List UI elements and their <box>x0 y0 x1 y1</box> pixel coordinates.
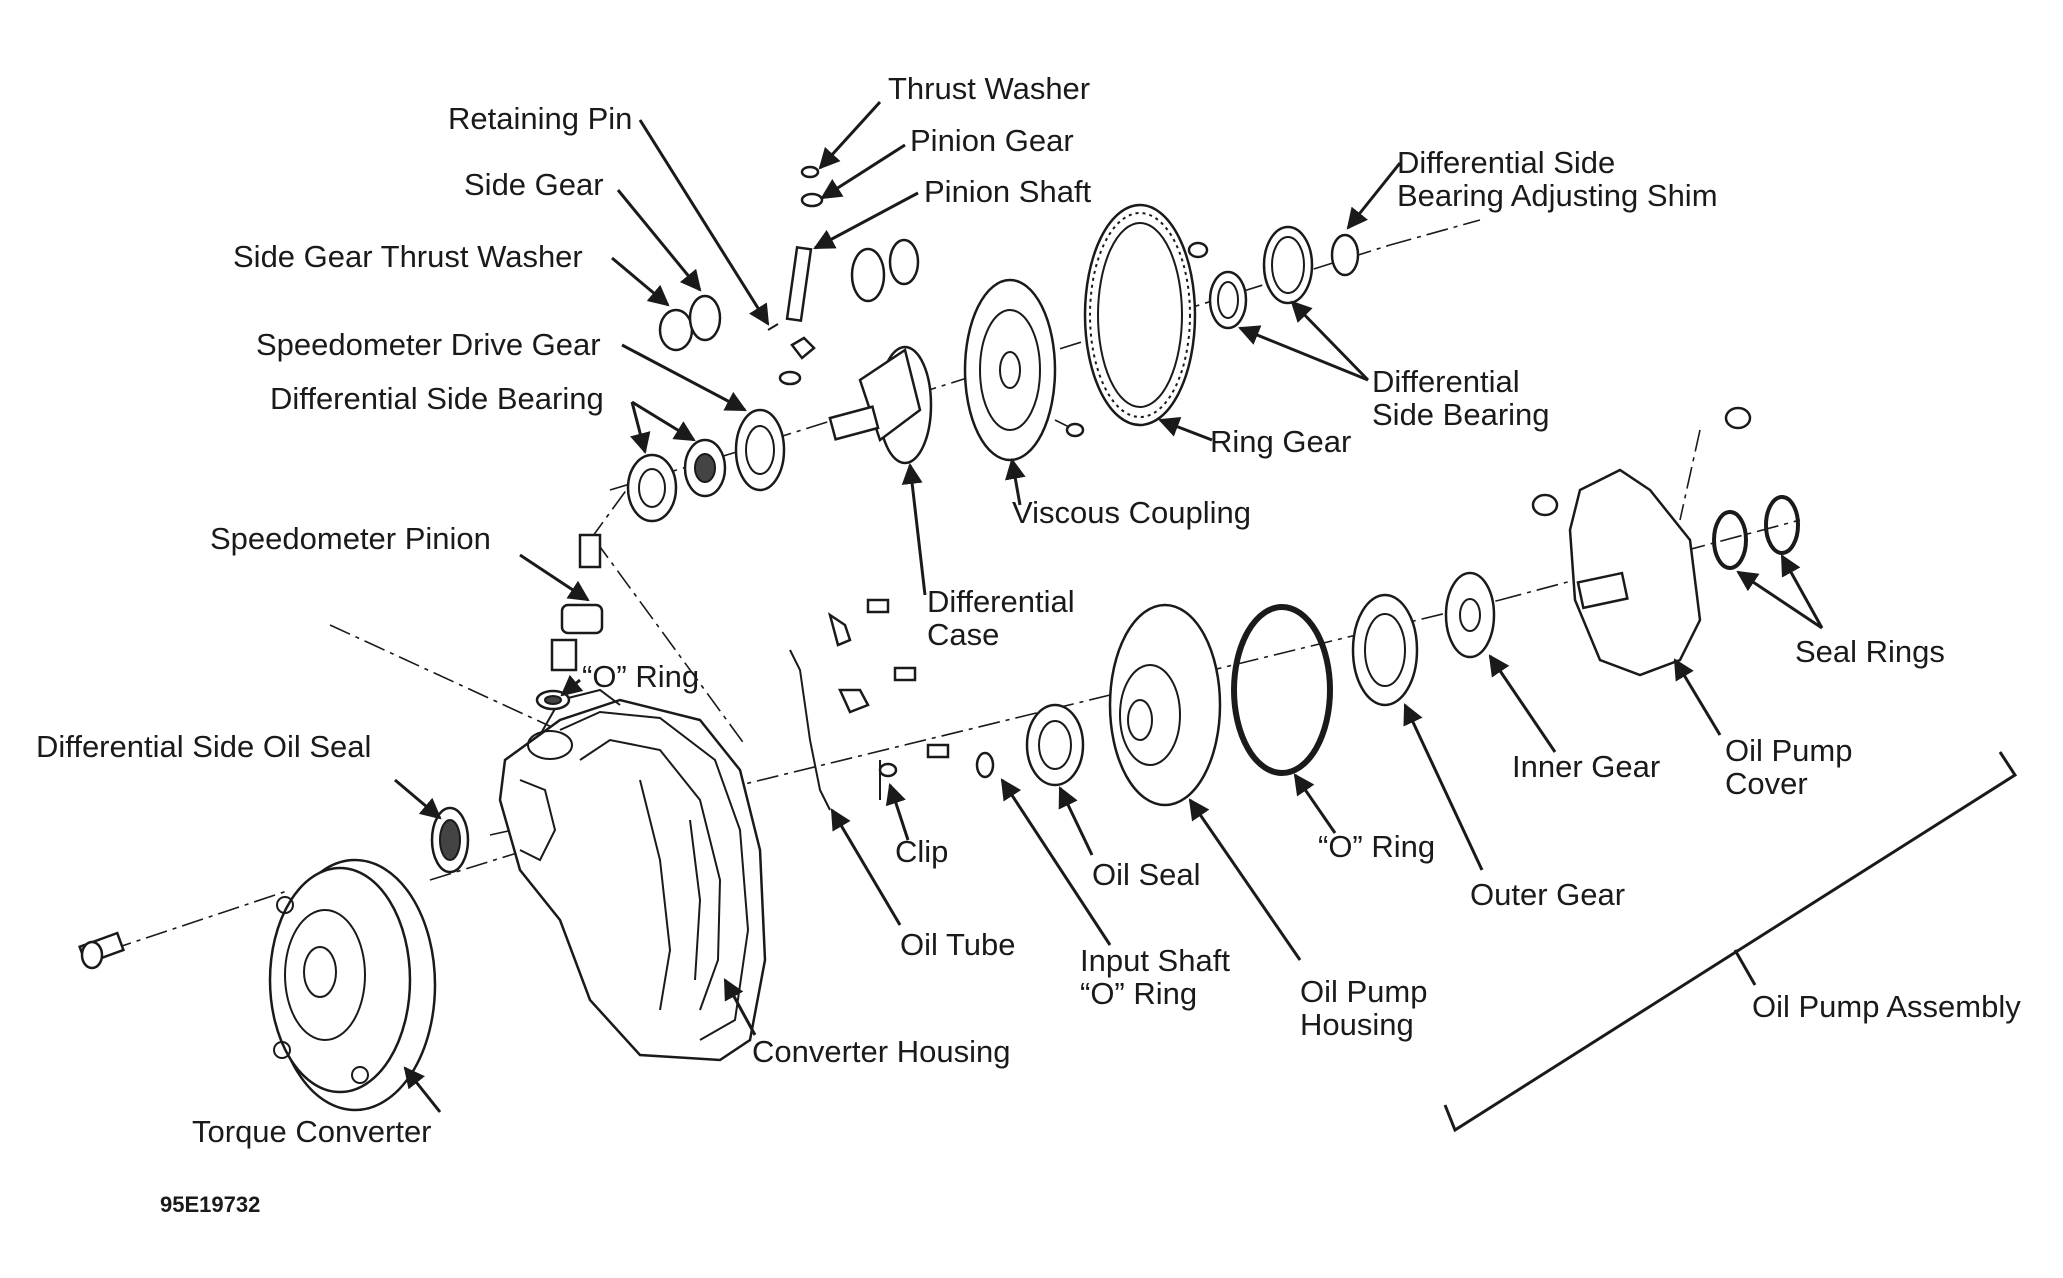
label-pinion-gear: Pinion Gear <box>910 123 1074 158</box>
label-o-ring-upper: “O” Ring <box>582 659 700 694</box>
label-inner-gear: Inner Gear <box>1512 749 1661 784</box>
viscous-coupling-drawing <box>963 278 1085 462</box>
speedometer-pinion-drawing <box>535 533 604 711</box>
o-ring-lower-drawing <box>1231 604 1333 776</box>
ring-gear-drawing <box>1083 203 1209 427</box>
differential-side-bearing-right-drawing <box>1208 225 1360 330</box>
differential-case-drawing <box>828 345 933 465</box>
label-input-shaft-o-ring-line1: Input Shaft <box>1080 943 1230 978</box>
converter-housing-drawing <box>498 688 767 1062</box>
label-speedometer-drive-gear: Speedometer Drive Gear <box>256 327 601 362</box>
label-oil-pump-assembly: Oil Pump Assembly <box>1752 989 2021 1024</box>
label-oil-pump-cover-line2: Cover <box>1725 766 1808 801</box>
label-torque-converter: Torque Converter <box>192 1114 432 1149</box>
label-speedometer-pinion: Speedometer Pinion <box>210 521 491 556</box>
label-diff-side-bearing-shim-line2: Bearing Adjusting Shim <box>1397 178 1718 213</box>
label-oil-pump-housing-line2: Housing <box>1300 1007 1414 1042</box>
label-oil-pump-cover-line1: Oil Pump <box>1725 733 1853 768</box>
oil-pump-assembly-bracket <box>1443 751 2018 1133</box>
label-seal-rings: Seal Rings <box>1795 634 1945 669</box>
label-differential-side-bearing-right-line2: Side Bearing <box>1372 397 1550 432</box>
label-ring-gear: Ring Gear <box>1210 424 1352 459</box>
seal-rings-drawing <box>1712 495 1800 570</box>
converter-bolt-drawing <box>78 931 126 970</box>
differential-internal-parts-drawing <box>658 165 920 386</box>
label-differential-side-oil-seal: Differential Side Oil Seal <box>36 729 372 764</box>
label-o-ring-lower: “O” Ring <box>1318 829 1436 864</box>
label-differential-side-bearing-right-line1: Differential <box>1372 364 1520 399</box>
oil-tube-drawing <box>789 598 950 811</box>
differential-side-bearing-left-drawing <box>626 408 786 523</box>
label-side-gear: Side Gear <box>464 167 604 202</box>
label-clip: Clip <box>895 834 949 869</box>
label-oil-tube: Oil Tube <box>900 927 1016 962</box>
label-converter-housing: Converter Housing <box>752 1034 1011 1069</box>
differential-side-oil-seal-drawing <box>430 806 470 874</box>
label-outer-gear: Outer Gear <box>1470 877 1626 912</box>
label-differential-case-line1: Differential <box>927 584 1075 619</box>
leader-lines <box>394 100 1824 1113</box>
label-input-shaft-o-ring-line2: “O” Ring <box>1080 976 1198 1011</box>
label-viscous-coupling: Viscous Coupling <box>1012 495 1251 530</box>
oil-pump-housing-drawing <box>1108 603 1222 807</box>
input-shaft-o-ring-drawing <box>975 751 995 779</box>
figure-code: 95E19732 <box>160 1192 261 1217</box>
oil-pump-cover-drawing <box>1531 406 1752 677</box>
label-differential-side-bearing-left: Differential Side Bearing <box>270 381 604 416</box>
label-oil-seal: Oil Seal <box>1092 857 1201 892</box>
label-retaining-pin: Retaining Pin <box>448 101 633 136</box>
inner-gear-drawing <box>1444 571 1496 659</box>
torque-converter-drawing <box>268 858 437 1112</box>
label-thrust-washer: Thrust Washer <box>888 71 1091 106</box>
label-oil-pump-housing-line1: Oil Pump <box>1300 974 1428 1009</box>
oil-seal-drawing <box>1025 703 1085 787</box>
label-differential-case-line2: Case <box>927 617 1000 652</box>
label-pinion-shaft: Pinion Shaft <box>924 174 1092 209</box>
label-side-gear-thrust-washer: Side Gear Thrust Washer <box>233 239 583 274</box>
label-diff-side-bearing-shim-line1: Differential Side <box>1397 145 1616 180</box>
outer-gear-drawing <box>1351 593 1419 707</box>
